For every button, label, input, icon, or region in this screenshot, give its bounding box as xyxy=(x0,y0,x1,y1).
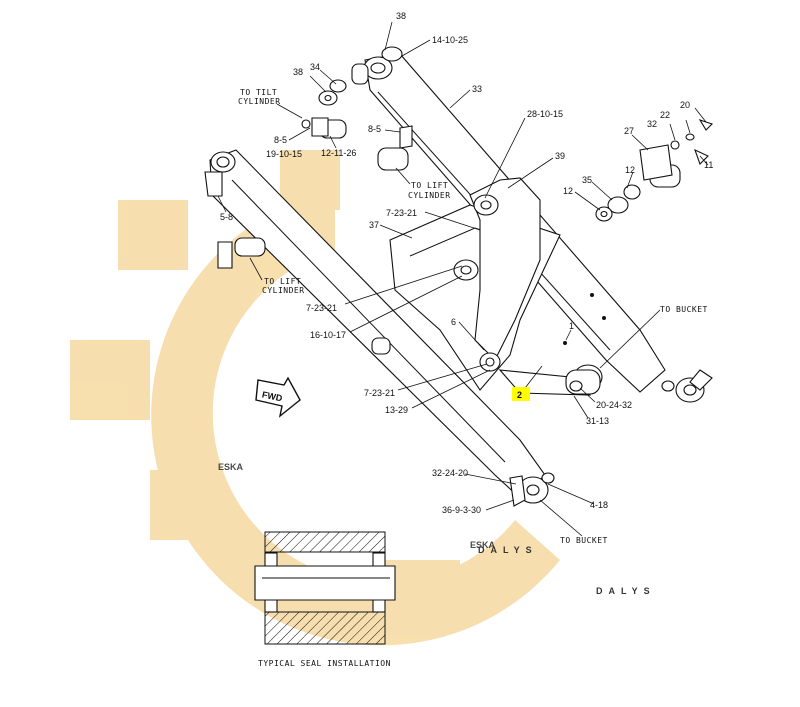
callout-7-23-21-b[interactable]: 7-23-21 xyxy=(306,303,337,313)
callout-4-18[interactable]: 4-18 xyxy=(590,500,608,510)
callout-38-top[interactable]: 38 xyxy=(396,11,406,21)
callout-31-13[interactable]: 31-13 xyxy=(586,416,609,426)
callout-12-lower[interactable]: 12 xyxy=(563,186,573,196)
watermark-brand-sub: ESKA xyxy=(470,540,496,550)
callout-32[interactable]: 32 xyxy=(647,119,657,129)
tilt-cylinder-label-2: CYLINDER xyxy=(238,97,281,106)
callout-16-10-17[interactable]: 16-10-17 xyxy=(310,330,346,340)
callout-39[interactable]: 39 xyxy=(555,151,565,161)
leader-lines xyxy=(217,21,709,537)
callout-19-10-15[interactable]: 19-10-15 xyxy=(266,149,302,159)
callout-7-23-21-a[interactable]: 7-23-21 xyxy=(386,208,417,218)
lift-cylinder-top-label-1: TO LIFT xyxy=(411,181,448,190)
lift-cylinder-top-label-2: CYLINDER xyxy=(408,191,451,200)
to-bucket-right-label: TO BUCKET xyxy=(660,305,708,314)
highlight-item-2 xyxy=(512,387,530,401)
callout-labels: 38 14-10-25 38 34 33 TO TILT CYLINDER 8-… xyxy=(220,11,713,545)
callout-8-5-left[interactable]: 8-5 xyxy=(274,135,287,145)
watermark-dalys-1: DALYS xyxy=(478,545,538,555)
fwd-label: FWD xyxy=(261,389,284,403)
tilt-cylinder-label-1: TO TILT xyxy=(240,88,277,97)
lift-cylinder-left-label-1: TO LIFT xyxy=(264,277,301,286)
callout-34[interactable]: 34 xyxy=(310,62,320,72)
forward-arrow-icon: FWD xyxy=(255,376,301,418)
callout-22[interactable]: 22 xyxy=(660,110,670,120)
lift-cylinder-left-label-2: CYLINDER xyxy=(262,286,305,295)
seal-caption: TYPICAL SEAL INSTALLATION xyxy=(258,659,391,668)
callout-8-5-right[interactable]: 8-5 xyxy=(368,124,381,134)
callout-28-10-15[interactable]: 28-10-15 xyxy=(527,109,563,119)
callout-13-29[interactable]: 13-29 xyxy=(385,405,408,415)
callout-20-24-32[interactable]: 20-24-32 xyxy=(596,400,632,410)
callout-12-upper[interactable]: 12 xyxy=(625,165,635,175)
to-bucket-bottom-label: TO BUCKET xyxy=(560,536,608,545)
seal-installation-detail: TYPICAL SEAL INSTALLATION xyxy=(254,531,396,668)
callout-27[interactable]: 27 xyxy=(624,126,634,136)
callout-2[interactable]: 2 xyxy=(517,390,522,400)
callout-37[interactable]: 37 xyxy=(369,220,379,230)
callout-5-8[interactable]: 5-8 xyxy=(220,212,233,222)
callout-1[interactable]: 1 xyxy=(569,321,574,331)
callout-33[interactable]: 33 xyxy=(472,84,482,94)
callout-38-left[interactable]: 38 xyxy=(293,67,303,77)
watermark-brand: ESKA xyxy=(218,462,244,472)
callout-11[interactable]: 11 xyxy=(704,160,713,170)
callout-35[interactable]: 35 xyxy=(582,175,592,185)
callout-7-23-21-c[interactable]: 7-23-21 xyxy=(364,388,395,398)
callout-20[interactable]: 20 xyxy=(680,100,690,110)
callout-36-9-3-30[interactable]: 36-9-3-30 xyxy=(442,505,481,515)
callout-12-11-26[interactable]: 12-11-26 xyxy=(321,148,356,158)
line-art xyxy=(204,46,714,507)
watermark-dalys-2: DALYS xyxy=(596,586,656,596)
callout-6[interactable]: 6 xyxy=(451,317,456,327)
callout-32-24-20[interactable]: 32-24-20 xyxy=(432,468,468,478)
callout-14-10-25[interactable]: 14-10-25 xyxy=(432,35,468,45)
